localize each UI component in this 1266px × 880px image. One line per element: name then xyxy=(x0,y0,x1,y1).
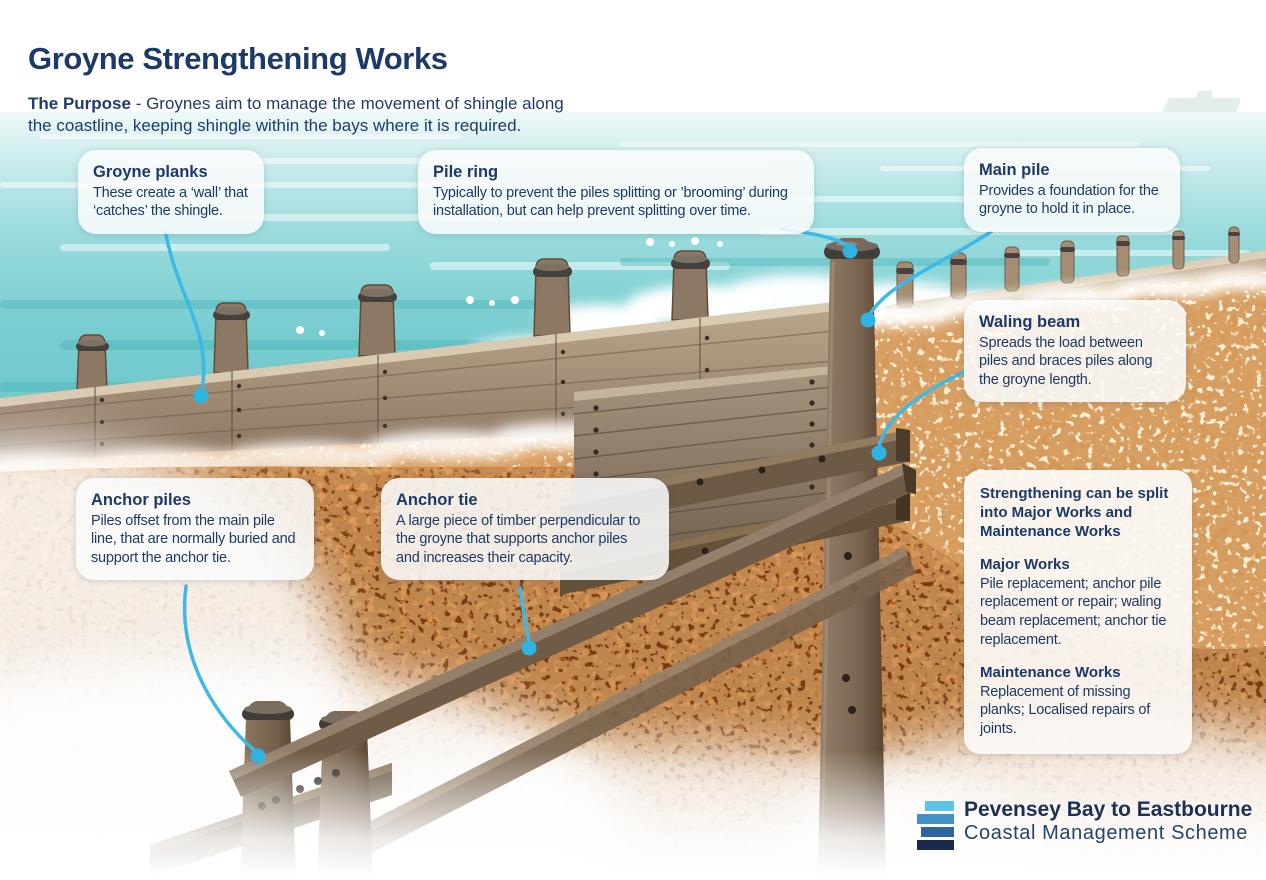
works-section-body: Pile replacement; anchor pile replacemen… xyxy=(980,575,1167,648)
callout-body: These create a ‘wall’ that ‘catches’ the… xyxy=(93,184,248,220)
connector-dots xyxy=(193,243,887,764)
logo-stripes-icon xyxy=(917,801,954,850)
works-section-major: Major Works Pile replacement; anchor pil… xyxy=(980,556,1176,649)
callout-title: Anchor piles xyxy=(91,491,191,509)
callout-body: Piles offset from the main pile line, th… xyxy=(91,512,296,566)
anchor-tie-graphic xyxy=(229,463,916,797)
callout-waling-beam: Waling beam Spreads the load between pil… xyxy=(964,300,1186,403)
works-section-title: Maintenance Works xyxy=(980,664,1121,682)
fog-bottom xyxy=(0,750,1266,880)
connector-anchor-tie xyxy=(518,586,531,645)
callout-main-pile: Main pile Provides a foundation for the … xyxy=(964,148,1180,232)
works-section-maintenance: Maintenance Works Replacement of missing… xyxy=(980,664,1176,738)
callout-anchor-piles: Anchor piles Piles offset from the main … xyxy=(76,478,314,581)
callout-groyne-planks: Groyne planks These create a ‘wall’ that… xyxy=(78,150,264,234)
logo-line2: Coastal Management Scheme xyxy=(964,821,1249,844)
callout-body: Typically to prevent the piles splitting… xyxy=(433,184,788,220)
logo-line1: Pevensey Bay to Eastbourne xyxy=(964,798,1253,821)
callout-title: Waling beam xyxy=(979,313,1081,331)
purpose-body: - Groynes aim to manage the movement of … xyxy=(28,94,564,136)
wall-piles xyxy=(76,250,710,391)
callout-anchor-tie: Anchor tie A large piece of timber perpe… xyxy=(381,478,669,581)
works-panel: Strengthening can be split into Major Wo… xyxy=(964,470,1192,755)
callout-title: Groyne planks xyxy=(93,163,208,181)
callout-title: Anchor tie xyxy=(396,491,478,509)
callout-pile-ring: Pile ring Typically to prevent the piles… xyxy=(418,150,814,234)
works-section-body: Replacement of missing planks; Localised… xyxy=(980,683,1151,737)
ship-silhouette xyxy=(1162,91,1241,112)
callout-body: Spreads the load between piles and brace… xyxy=(979,334,1153,388)
callout-title: Main pile xyxy=(979,161,1050,179)
callout-body: A large piece of timber perpendicular to… xyxy=(396,512,641,566)
works-section-title: Major Works xyxy=(980,556,1070,574)
sky xyxy=(0,0,1266,120)
connector-waling-beam xyxy=(877,369,968,449)
works-intro: Strengthening can be split into Major Wo… xyxy=(980,485,1169,541)
purpose-text: The Purpose - Groynes aim to manage the … xyxy=(28,93,588,138)
connector-anchor-piles xyxy=(182,584,257,753)
callout-title: Pile ring xyxy=(433,163,499,181)
connector-main-pile xyxy=(867,229,994,318)
logo-text: Pevensey Bay to Eastbourne Coastal Manag… xyxy=(964,798,1253,845)
purpose-label: The Purpose xyxy=(28,94,131,113)
page-title: Groyne Strengthening Works xyxy=(28,40,448,76)
scheme-logo: Pevensey Bay to Eastbourne Coastal Manag… xyxy=(916,798,1253,855)
connector-groyne-planks xyxy=(163,228,206,392)
callout-body: Provides a foundation for the groyne to … xyxy=(979,182,1159,218)
callout-connectors xyxy=(163,227,994,753)
